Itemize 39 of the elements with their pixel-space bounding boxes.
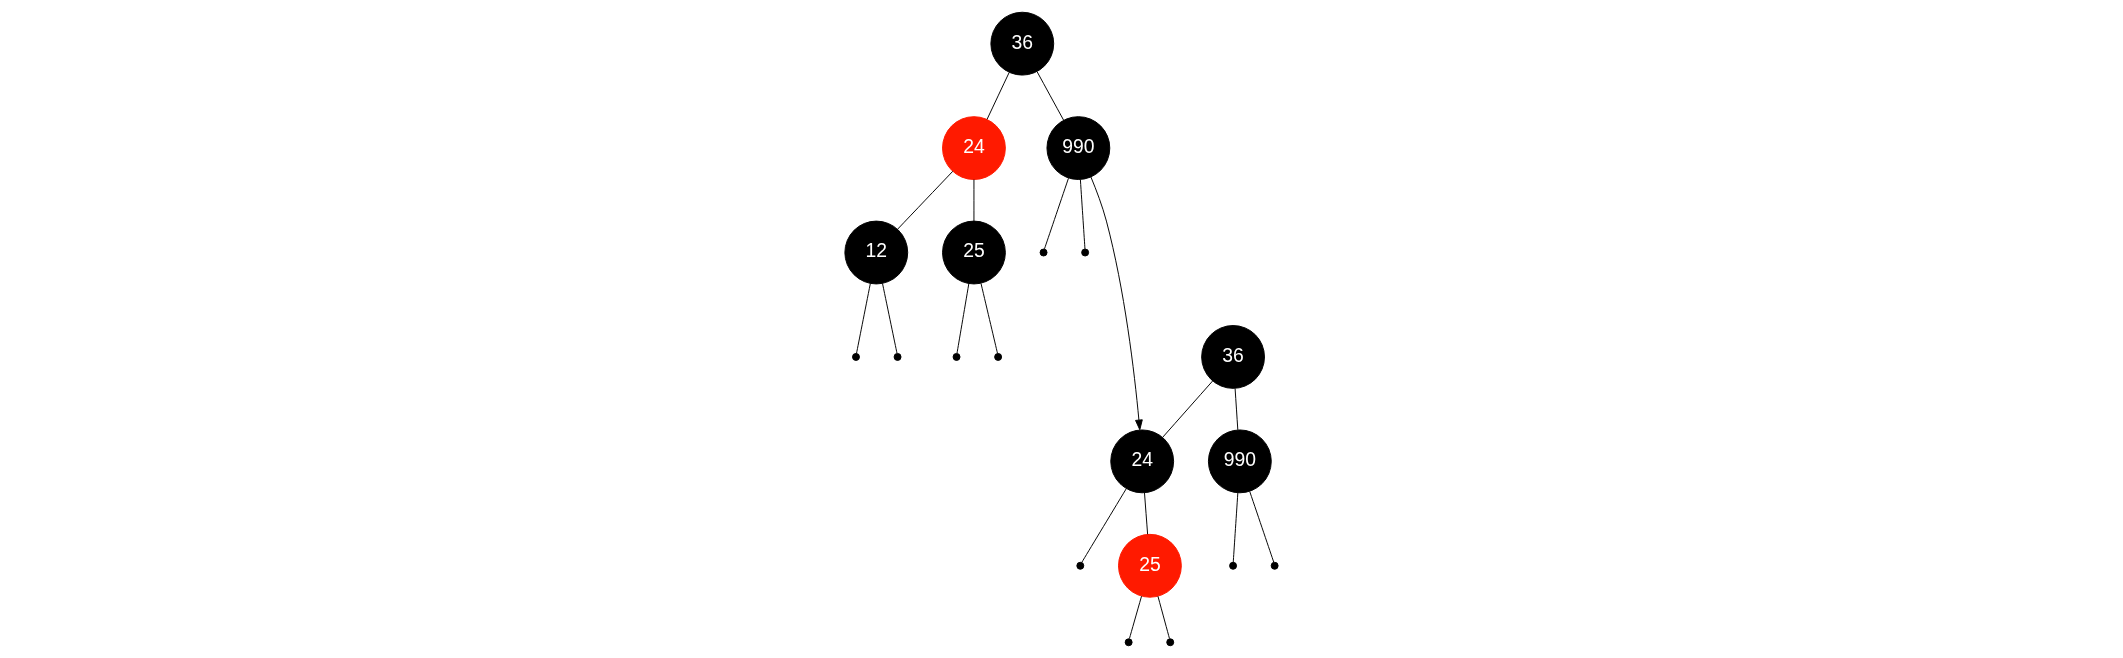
node-circle: 24: [1110, 429, 1175, 494]
node-circle: [1081, 248, 1090, 257]
connector: [1249, 490, 1275, 563]
connector: [1081, 488, 1127, 564]
node-circle: 990: [1207, 429, 1272, 494]
connector: [1128, 595, 1142, 640]
node-circle: [1076, 561, 1085, 570]
connector: [1044, 177, 1069, 250]
connector: [980, 282, 998, 354]
node-circle: 36: [990, 11, 1055, 76]
node-circle: [852, 352, 860, 361]
node-circle: 12: [844, 220, 909, 285]
connector: [897, 170, 954, 230]
node-circle: [1124, 638, 1133, 647]
node-circle: [1229, 561, 1238, 570]
connector: [1157, 595, 1170, 640]
connector: [1079, 179, 1086, 250]
arrow: [1090, 176, 1143, 431]
connector: [882, 282, 898, 354]
connector: [986, 71, 1010, 120]
node-circle: 24: [942, 116, 1006, 180]
node-circle: [893, 352, 902, 361]
node-circle: [1166, 638, 1175, 647]
node-circle: 25: [942, 220, 1006, 285]
connector: [1162, 380, 1214, 438]
connector: [1144, 492, 1149, 535]
connector: [1234, 387, 1239, 431]
node-circle: [1270, 561, 1279, 570]
node-circle: 990: [1046, 116, 1111, 180]
node-circle: 25: [1118, 533, 1182, 598]
node-circle: 36: [1201, 325, 1265, 389]
connector: [1036, 71, 1065, 121]
node-circle: [952, 352, 961, 361]
node-circle: [994, 352, 1003, 361]
node-circle: [1039, 248, 1048, 257]
connector: [973, 179, 975, 222]
connector: [856, 282, 871, 354]
connector: [1232, 492, 1239, 563]
connector: [956, 283, 970, 354]
